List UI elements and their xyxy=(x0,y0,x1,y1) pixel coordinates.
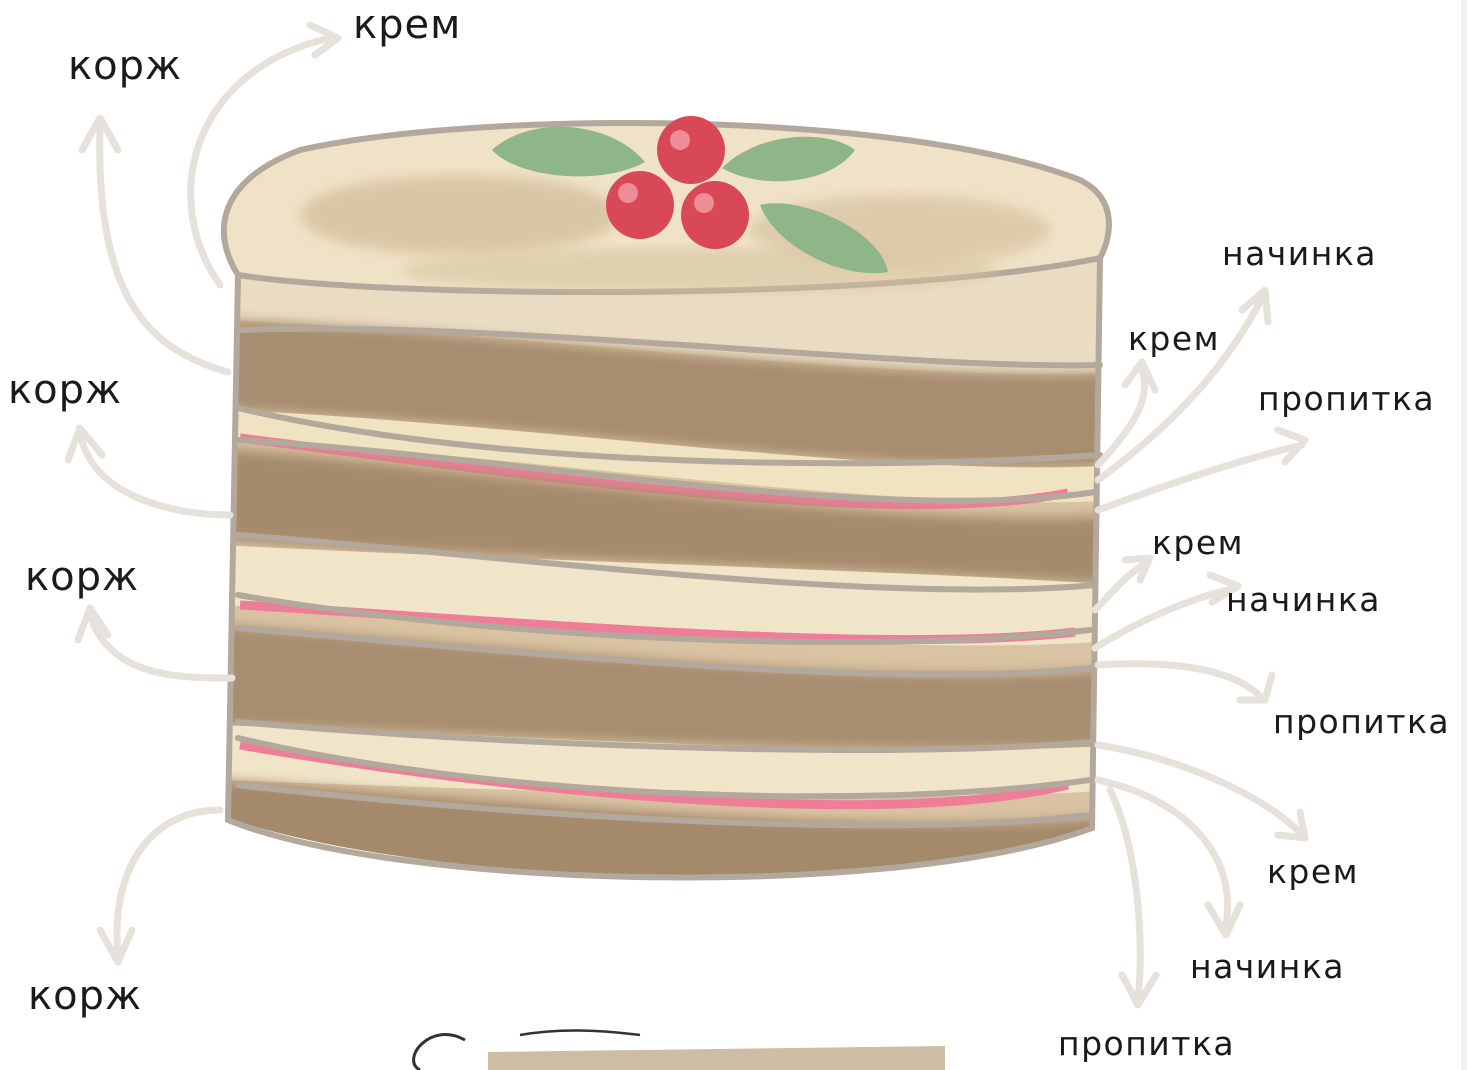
label-propitka: пропитка xyxy=(1273,705,1450,738)
script-flourish xyxy=(520,1030,640,1035)
label-korzh: корж xyxy=(8,370,122,410)
label-korzh: корж xyxy=(25,557,139,597)
label-propitka: пропитка xyxy=(1058,1027,1235,1060)
title-banner xyxy=(488,1046,945,1070)
label-propitka: пропитка xyxy=(1258,382,1435,415)
script-flourish xyxy=(414,1034,465,1070)
page-edge-divider xyxy=(1461,0,1467,1070)
label-nachinka: начинка xyxy=(1226,583,1381,616)
label-krem: крем xyxy=(353,5,461,45)
label-korzh: корж xyxy=(28,976,142,1016)
label-nachinka: начинка xyxy=(1222,237,1377,270)
label-krem: крем xyxy=(1267,855,1359,888)
label-krem: крем xyxy=(1128,322,1220,355)
label-krem: крем xyxy=(1152,526,1244,559)
label-nachinka: начинка xyxy=(1190,950,1345,983)
label-korzh: корж xyxy=(68,46,182,86)
